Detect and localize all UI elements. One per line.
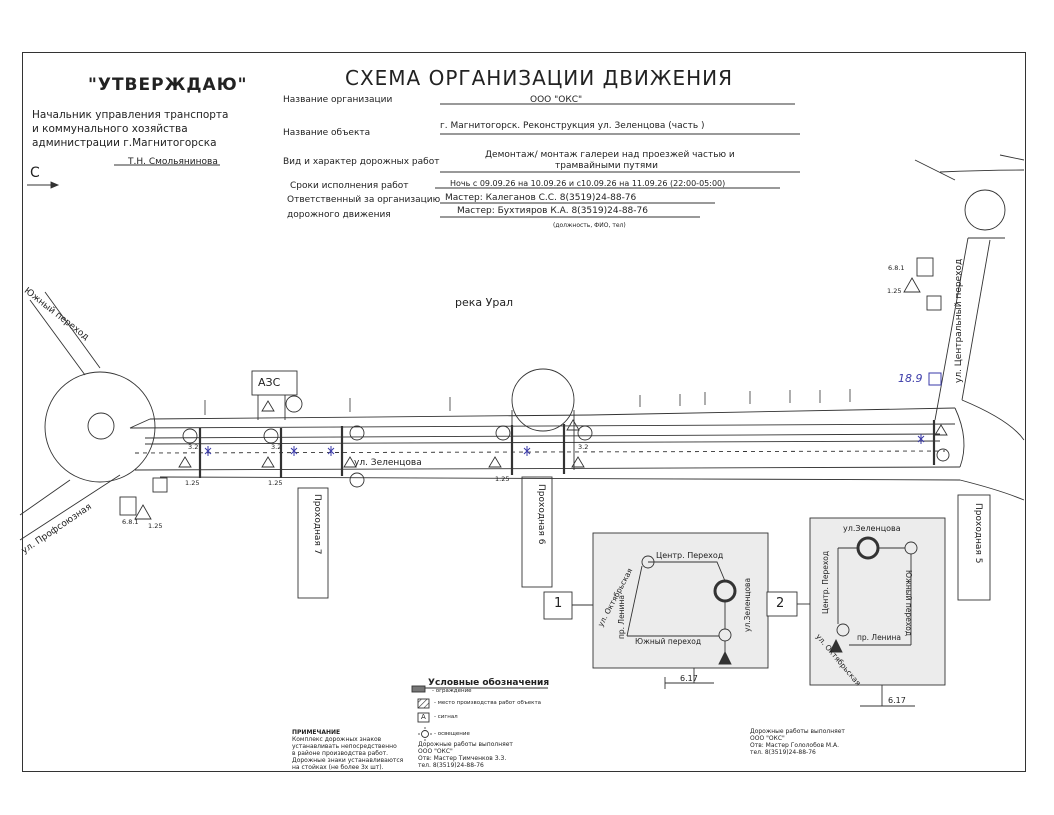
gate-6: Проходная 6: [536, 484, 546, 545]
legend-light: - освещение: [434, 731, 470, 737]
detour1-tsentr: Центр. Переход: [656, 551, 724, 560]
river-label: река Урал: [455, 296, 514, 309]
sheet-letter: С: [30, 165, 40, 181]
resp-value-1: Мастер: Калеганов С.С. 8(3519)24-88-76: [445, 193, 637, 203]
detour2-lenina: пр. Ленина: [857, 633, 901, 642]
detour2-sign: 6.17: [888, 696, 906, 705]
legend-sign: - сигнал: [434, 714, 458, 720]
resp-label-1: Ответственный за организацию: [287, 195, 441, 205]
legend-sign-letter: А: [421, 713, 426, 721]
sign-32-a: 3.2: [188, 443, 199, 451]
approver-signature: Т.Н. Смольянинова: [128, 157, 218, 167]
contractor-center-3: Отв: Мастер Тимченков З.З.: [418, 755, 507, 762]
contractor-center: Дорожные работы выполняет ООО "ОКС" Отв:…: [418, 741, 513, 769]
note-line-3: в районе производства работ.: [292, 750, 389, 757]
detour2-tsentr: Центр. Переход: [821, 550, 830, 614]
contractor-right: Дорожные работы выполняет ООО "ОКС" Отв:…: [750, 728, 845, 756]
schema-title: СХЕМА ОРГАНИЗАЦИИ ДВИЖЕНИЯ: [345, 66, 733, 90]
resp-caption: (должность, ФИО, тел): [553, 222, 626, 229]
contractor-right-2: ООО "ОКС": [750, 735, 785, 742]
detour2-number: 2: [776, 596, 785, 611]
gate-5: Проходная 5: [973, 503, 983, 564]
dates-value: Ночь с 09.09.26 на 10.09.26 и с10.09.26 …: [450, 179, 726, 188]
approver-line-2: и коммунального хозяйства: [32, 123, 188, 135]
gate-7: Проходная 7: [312, 494, 322, 555]
note-line-1: Комплекс дорожных знаков: [292, 736, 382, 743]
sign-32-c: 3.2: [578, 443, 589, 451]
note-line-5: на стойках (не более 3х шт).: [292, 764, 384, 771]
org-label: Название организации: [283, 95, 393, 105]
detour2-zelentsova: ул.Зеленцова: [843, 524, 901, 533]
sheet-frame: [22, 52, 1026, 772]
sign-125-left: 1.25: [148, 522, 163, 530]
contractor-center-1: Дорожные работы выполняет: [418, 741, 513, 748]
dates-label: Сроки исполнения работ: [290, 181, 409, 191]
contractor-right-3: Отв: Мастер Гололобов М.А.: [750, 742, 839, 749]
sign-681-right: 6.8.1: [888, 264, 905, 272]
approver-line-3: администрации г.Магнитогорска: [32, 137, 217, 149]
resp-label-2: дорожного движения: [287, 210, 391, 220]
detour1-sign: 6.17: [680, 674, 698, 683]
sign-681-left: 6.8.1: [122, 518, 139, 526]
detour2-yuzhny: Южный переход: [904, 570, 913, 637]
detour1-yuzhny: Южный переход: [635, 637, 702, 646]
contractor-right-4: тел. 8(3519)24-88-76: [750, 749, 816, 756]
street-tsentralny: ул. Центральный переход: [954, 258, 964, 383]
legend-title: Условные обозначения: [428, 678, 550, 688]
detour1-lenina: пр. Ленина: [617, 595, 626, 639]
sign-125-c: 1.25: [495, 475, 510, 483]
note-block: ПРИМЕЧАНИЕ Комплекс дорожных знаков уста…: [292, 729, 403, 771]
approver-block: Начальник управления транспорта и коммун…: [32, 108, 228, 150]
contractor-center-2: ООО "ОКС": [418, 748, 453, 755]
works-value-1: Демонтаж/ монтаж галереи над проезжей ча…: [485, 150, 735, 160]
azs-label: АЗС: [258, 376, 281, 389]
works-value-2: трамвайными путями: [555, 161, 658, 171]
legend-fence: - ограждение: [432, 688, 472, 694]
note-line-4: Дорожные знаки устанавливаются: [292, 757, 404, 764]
sign-125-b: 1.25: [268, 479, 283, 487]
note-line-2: устанавливать непосредственно: [292, 743, 397, 750]
works-label: Вид и характер дорожных работ: [283, 157, 440, 167]
approver-line-1: Начальник управления транспорта: [32, 109, 229, 121]
handwritten-mark: 18.9: [898, 372, 923, 385]
street-zelentsova: ул. Зеленцова: [354, 458, 422, 468]
resp-value-2: Мастер: Бухтияров К.А. 8(3519)24-88-76: [457, 206, 648, 216]
sign-125-right: 1.25: [887, 287, 902, 295]
sign-32-b: 3.2: [271, 443, 282, 451]
detour1-number: 1: [554, 596, 563, 611]
note-title: ПРИМЕЧАНИЕ: [292, 729, 341, 736]
sign-125-a: 1.25: [185, 479, 200, 487]
legend-work-area: - место производства работ объекта: [434, 700, 542, 706]
contractor-center-4: тел. 8(3519)24-88-76: [418, 762, 484, 769]
contractor-right-1: Дорожные работы выполняет: [750, 728, 845, 735]
detour1-zelentsova: ул.Зеленцова: [743, 577, 752, 632]
object-value: г. Магнитогорск. Реконструкция ул. Зелен…: [440, 121, 705, 131]
approve-title: "УТВЕРЖДАЮ": [88, 75, 248, 95]
object-label: Название объекта: [283, 128, 371, 138]
org-value: ООО "ОКС": [530, 95, 583, 105]
